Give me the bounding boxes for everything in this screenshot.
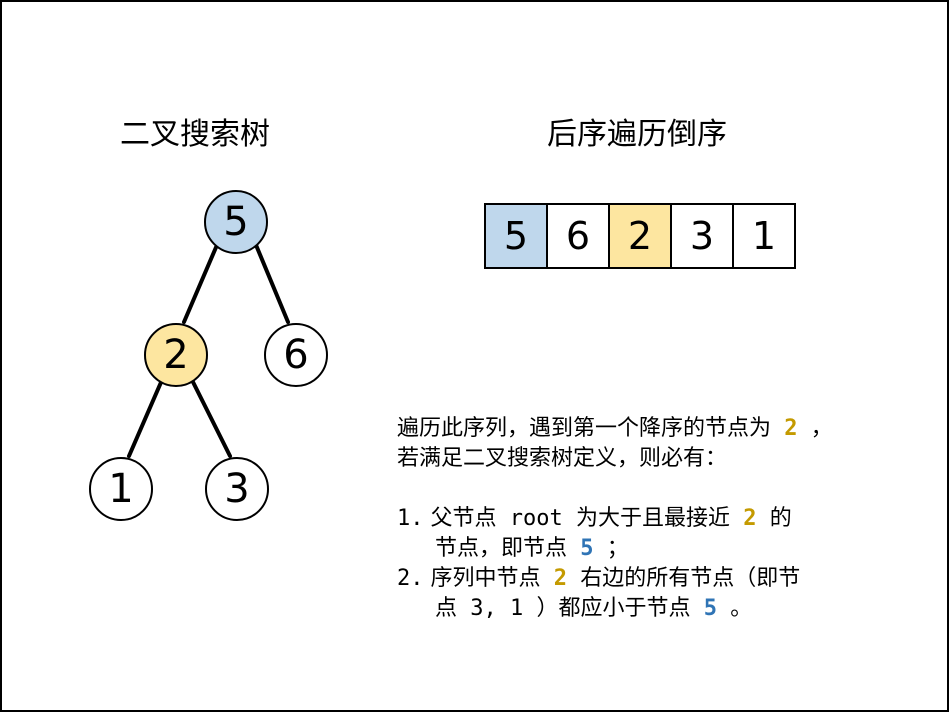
text: 若满足二叉搜索树定义，则必有： xyxy=(397,446,728,471)
sequence-cell: 2 xyxy=(610,205,672,267)
sequence-title: 后序遍历倒序 xyxy=(547,117,727,152)
text: 。 xyxy=(730,596,753,621)
list-item-1: 1. 父节点 root 为大于且最接近 2 的 xyxy=(397,504,917,534)
node-label: 5 xyxy=(223,199,248,245)
list-item-1-cont: 节点，即节点 5 ； xyxy=(397,534,917,564)
text: ）都应小于节点 xyxy=(536,596,691,621)
text: 父节点 xyxy=(430,506,497,531)
node-label: 3 xyxy=(224,466,249,512)
text: 右边的所有节点（即节 xyxy=(580,566,801,591)
edge-2-3 xyxy=(190,378,232,458)
sequence-cell: 6 xyxy=(548,205,610,267)
list-item-2: 2. 序列中节点 2 右边的所有节点（即节 xyxy=(397,564,917,594)
node-label: 1 xyxy=(108,466,133,512)
highlight-node-5: 5 xyxy=(690,596,731,621)
node-circle xyxy=(205,457,269,521)
list-number: 1. xyxy=(397,506,424,531)
highlight-node-2: 2 xyxy=(540,566,581,591)
list-item-2-cont: 点 3, 1 ）都应小于节点 5 。 xyxy=(397,594,917,624)
node-circle xyxy=(144,323,208,387)
explanation-line: 遍历此序列，遇到第一个降序的节点为 2 ， xyxy=(397,414,917,444)
text: ； xyxy=(606,536,629,561)
code-root: root xyxy=(496,506,576,531)
edge-5-6 xyxy=(254,243,290,324)
tree-title: 二叉搜索树 xyxy=(120,117,270,152)
node-label: 2 xyxy=(163,332,188,378)
text: 点 xyxy=(435,596,458,621)
highlight-node-5: 5 xyxy=(567,536,607,561)
explanation-text: 遍历此序列，遇到第一个降序的节点为 2 ， 若满足二叉搜索树定义，则必有： 1.… xyxy=(397,414,917,624)
sequence-cell: 5 xyxy=(486,205,548,267)
text: 的 xyxy=(769,506,792,531)
tree-edges xyxy=(127,243,290,458)
code-nodes: 3, 1 xyxy=(457,596,537,621)
sequence-cell: 3 xyxy=(672,205,734,267)
node-circle xyxy=(204,190,268,254)
tree-node-left: 2 xyxy=(144,323,208,387)
sequence-cell: 1 xyxy=(751,214,777,258)
text: 序列中节点 xyxy=(430,566,541,591)
node-circle xyxy=(264,323,328,387)
text: ， xyxy=(810,416,833,441)
tree-node-right: 6 xyxy=(264,323,328,387)
text: 节点，即节点 xyxy=(435,536,568,561)
edge-5-2 xyxy=(182,243,219,324)
highlight-node-2: 2 xyxy=(730,506,770,531)
text: 遍历此序列，遇到第一个降序的节点为 xyxy=(397,416,772,441)
tree-node-root: 5 xyxy=(204,190,268,254)
node-label: 6 xyxy=(283,332,308,378)
tree-node-left-left: 1 xyxy=(89,457,153,521)
text: 为大于且最接近 xyxy=(576,506,731,531)
edge-2-1 xyxy=(127,378,164,458)
explanation-line: 若满足二叉搜索树定义，则必有： xyxy=(397,444,917,474)
list-number: 2. xyxy=(397,566,424,591)
tree-node-left-right: 3 xyxy=(205,457,269,521)
node-circle xyxy=(89,457,153,521)
highlight-node-2: 2 xyxy=(771,416,811,441)
postorder-reverse-sequence: 5 6 2 3 1 xyxy=(484,203,796,269)
